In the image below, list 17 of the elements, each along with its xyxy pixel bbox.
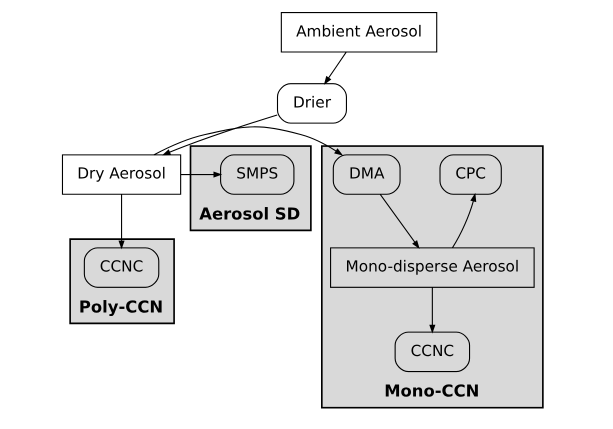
- arrow: [154, 126, 344, 156]
- node-box: CCNC: [394, 332, 470, 372]
- node-box: SMPS: [220, 154, 294, 195]
- node-box: Drier: [276, 83, 347, 124]
- node-box: CCNC: [84, 247, 160, 288]
- arrow: [429, 287, 436, 334]
- node-box: Dry Aerosol: [62, 154, 182, 195]
- node-box: CPC: [439, 154, 502, 195]
- arrow: [118, 194, 125, 250]
- arrow: [380, 194, 420, 250]
- node-box: Mono-disperse Aerosol: [330, 247, 535, 288]
- node-box: DMA: [332, 154, 401, 195]
- arrow: [162, 114, 278, 156]
- node-box: Ambient Aerosol: [280, 12, 438, 53]
- arrow: [452, 192, 476, 248]
- arrow: [180, 171, 222, 178]
- arrow: [324, 52, 347, 85]
